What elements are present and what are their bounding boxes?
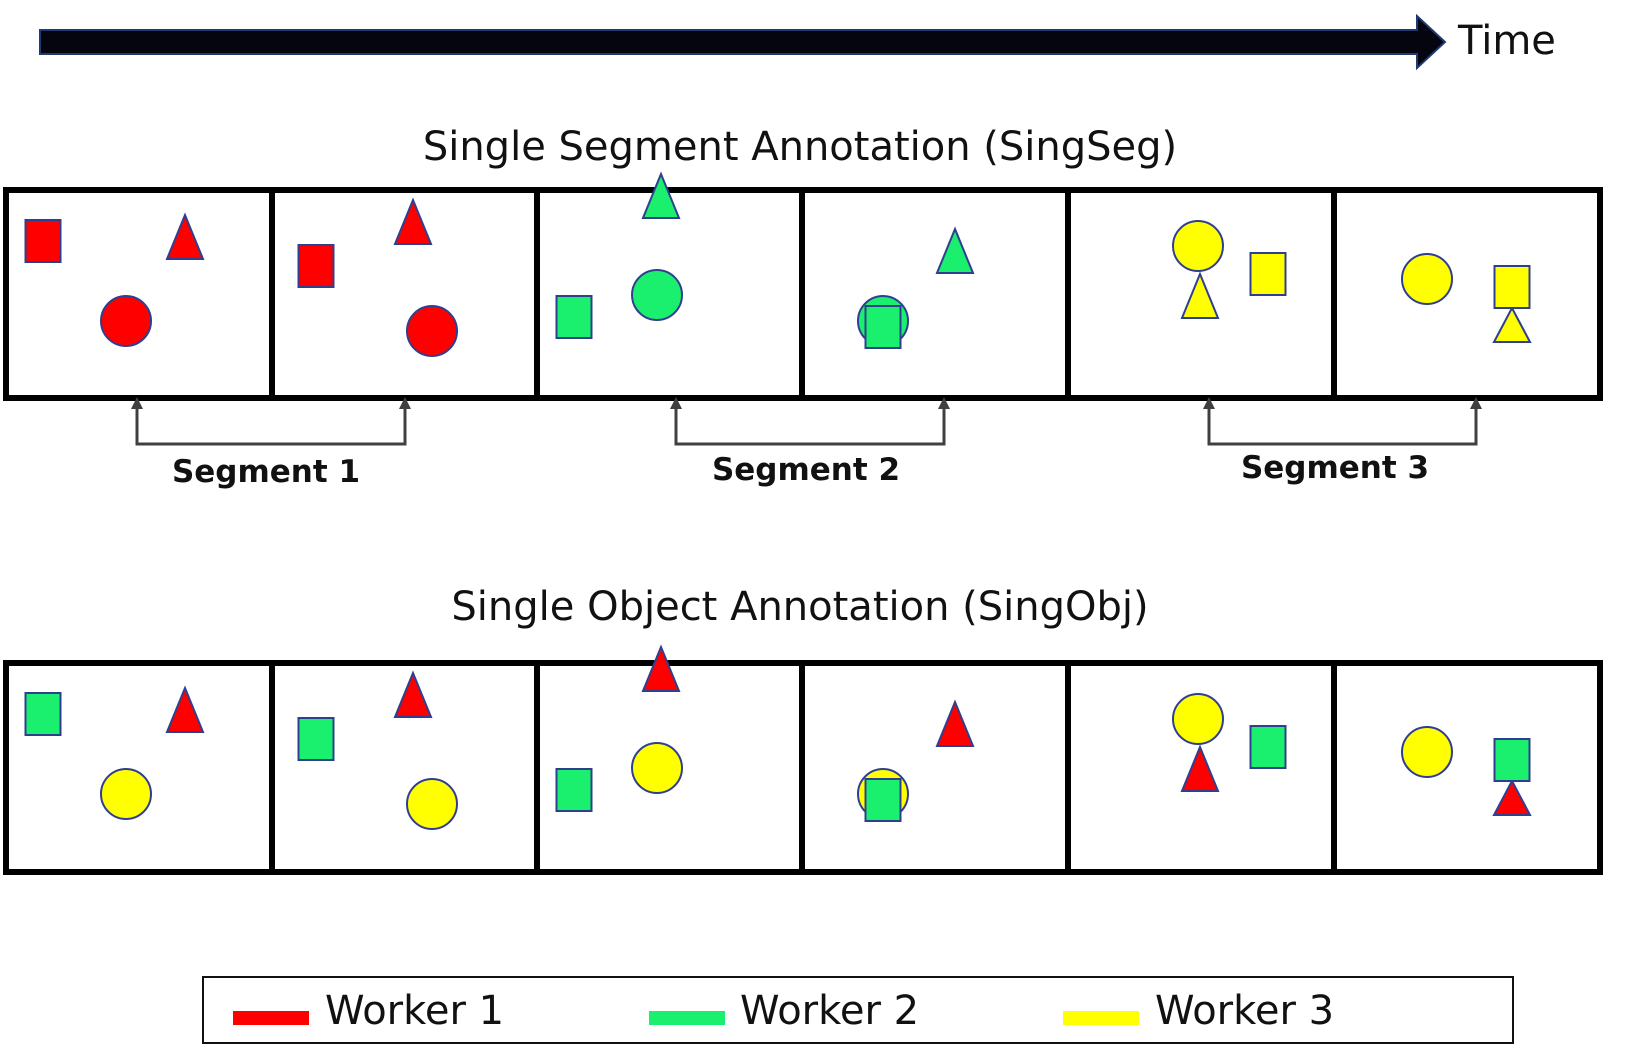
singobj-frame-3-triangle [641, 644, 681, 692]
segment-3-bracket: Segment 3 [1203, 397, 1482, 486]
legend-item-worker-3: Worker 3 [1063, 988, 1334, 1034]
singobj-frames [3, 644, 1603, 875]
singobj-frame-4-triangle [935, 699, 975, 747]
singseg-frame-6-border [1331, 187, 1603, 401]
singobj-frame-2-square [297, 717, 335, 761]
singseg-frame-5 [1065, 187, 1337, 401]
legend-item-worker-1: Worker 1 [233, 988, 504, 1034]
singseg-frame-6-square [1493, 265, 1531, 309]
singobj-frame-6-triangle [1492, 778, 1532, 816]
singseg-frame-1-triangle [165, 212, 205, 260]
singseg-frame-6-triangle [1492, 305, 1532, 343]
segment-2-bracket: Segment 2 [670, 397, 950, 488]
singobj-frame-6 [1331, 660, 1603, 875]
legend-label-worker-2: Worker 2 [740, 988, 919, 1034]
segment-2-label: Segment 2 [712, 452, 900, 488]
singseg-frame-3-border [534, 187, 805, 401]
singobj-frame-3-circle [631, 742, 683, 794]
segment-3-arrowhead-left [1203, 397, 1215, 409]
singobj-title: Single Object Annotation (SingObj) [451, 584, 1148, 630]
singseg-frame-2-square [297, 244, 335, 288]
segment-brackets: Segment 1 Segment 2 Segment 3 [131, 397, 1482, 490]
segment-2-arrowhead-right [938, 397, 950, 409]
singobj-frame-1-circle [100, 768, 152, 820]
legend-label-worker-3: Worker 3 [1155, 988, 1334, 1034]
singobj-frame-5-circle [1172, 693, 1224, 745]
singseg-frame-3 [534, 171, 805, 401]
singobj-frame-1-triangle [165, 685, 205, 733]
segment-3-label: Segment 3 [1241, 450, 1429, 486]
segment-1-arrowhead-right [399, 397, 411, 409]
singseg-frame-1-square [24, 219, 62, 263]
segment-2-arrowhead-left [670, 397, 682, 409]
singseg-frame-4 [799, 187, 1071, 401]
singseg-frame-3-square [555, 295, 593, 339]
singseg-frame-4-square [864, 305, 902, 349]
time-label: Time [1457, 18, 1556, 64]
singseg-frame-2 [269, 187, 540, 401]
singseg-frame-4-border [799, 187, 1071, 401]
legend: Worker 1 Worker 2 Worker 3 [202, 976, 1514, 1044]
legend-swatch-worker-3 [1063, 1011, 1139, 1025]
singseg-frame-1-circle [100, 295, 152, 347]
singobj-frame-6-square [1493, 738, 1531, 782]
legend-swatch-worker-2 [649, 1011, 725, 1025]
singobj-frame-3-square [555, 768, 593, 812]
singobj-frame-6-border [1331, 660, 1603, 875]
singseg-frame-6-circle [1401, 253, 1453, 305]
singseg-frame-4-triangle [935, 226, 975, 274]
time-arrow-shape [39, 13, 1447, 71]
legend-swatch-worker-1 [233, 1011, 309, 1025]
singseg-frame-3-circle [631, 269, 683, 321]
singobj-frame-6-circle [1401, 726, 1453, 778]
singseg-frame-1 [3, 187, 275, 401]
singobj-frame-4 [799, 660, 1071, 875]
time-arrow: Time [39, 13, 1556, 71]
singseg-frame-6 [1331, 187, 1603, 401]
singseg-frame-2-triangle [393, 197, 433, 245]
singseg-frame-5-triangle [1180, 271, 1220, 319]
singobj-frame-1-square [24, 692, 62, 736]
singobj-frame-4-border [799, 660, 1071, 875]
segment-1-label: Segment 1 [172, 454, 360, 490]
singseg-frame-3-triangle [641, 171, 681, 219]
singseg-title: Single Segment Annotation (SingSeg) [423, 124, 1177, 170]
singobj-frame-1 [3, 660, 275, 875]
segment-3-bracket-line [1207, 405, 1478, 446]
legend-label-worker-1: Worker 1 [325, 988, 504, 1034]
singobj-frame-2 [269, 660, 540, 875]
segment-2-bracket-line [674, 405, 946, 446]
singseg-frame-2-border [269, 187, 540, 401]
singobj-frame-5-triangle [1180, 744, 1220, 792]
singobj-frame-2-triangle [393, 670, 433, 718]
singseg-frame-2-circle [406, 305, 458, 357]
singobj-frame-5-square [1249, 725, 1287, 769]
singobj-frame-5 [1065, 660, 1337, 875]
segment-1-bracket-line [135, 405, 407, 446]
segment-1-arrowhead-left [131, 397, 143, 409]
legend-item-worker-2: Worker 2 [649, 988, 919, 1034]
singobj-frame-4-square [864, 778, 902, 822]
singseg-frame-5-circle [1172, 220, 1224, 272]
singseg-frame-5-square [1249, 252, 1287, 296]
singobj-frame-3 [534, 644, 805, 875]
segment-3-arrowhead-right [1470, 397, 1482, 409]
singseg-frames [3, 171, 1603, 401]
singobj-frame-2-circle [406, 778, 458, 830]
legend-box [202, 976, 1514, 1044]
segment-1-bracket: Segment 1 [131, 397, 411, 490]
